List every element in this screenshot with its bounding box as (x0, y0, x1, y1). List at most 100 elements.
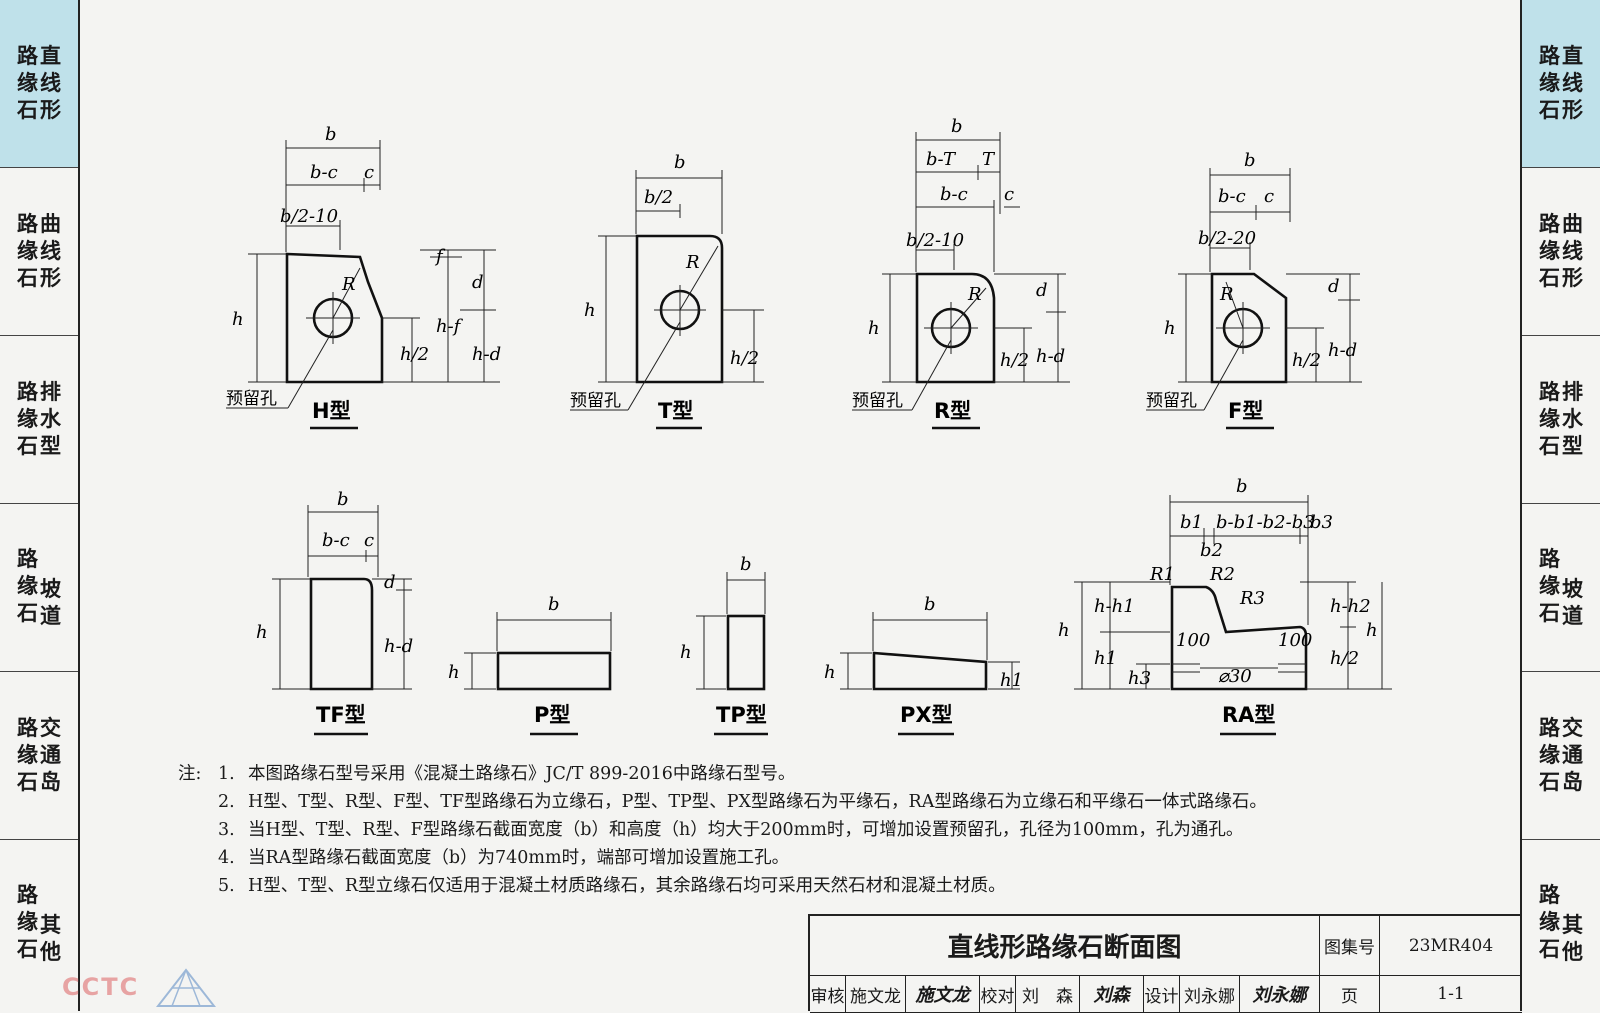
tab-text-col2: 其他 (40, 913, 61, 964)
designer-name: 刘永娜 (1180, 976, 1240, 1013)
tab-text-col2: 曲线形 (40, 212, 61, 290)
note-number: 1. (218, 764, 235, 784)
note-text: H型、T型、R型、F型、TF型路缘石为立缘石，P型、TP型、PX型路缘石为平缘石… (248, 792, 1267, 812)
dim-label: h-d (1328, 340, 1357, 361)
type-label-r: R型 (934, 399, 971, 423)
review-label: 审核 (810, 976, 846, 1013)
dim-label: h (868, 318, 880, 339)
dim-label: R (1219, 284, 1234, 305)
type-label-tf: TF型 (316, 703, 366, 727)
note-item: 3.当H型、T型、R型、F型路缘石截面宽度（b）和高度（h）均大于200mm时，… (178, 816, 1267, 844)
tab-text-col1: 路缘石 (1539, 546, 1560, 625)
hole-label: 预留孔 (1146, 391, 1197, 411)
dim-label: h1 (1094, 648, 1117, 669)
dim-label: h (1366, 620, 1378, 641)
dim-label: c (364, 530, 374, 551)
note-item: 4.当RA型路缘石截面宽度（b）为740mm时，端部可增加设置施工孔。 (178, 844, 1267, 872)
tab-text-col1: 路缘石 (17, 44, 38, 122)
checker-signature: 刘森 (1080, 976, 1144, 1013)
tab-text-col2: 曲线形 (1562, 212, 1583, 290)
dim-label: ⌀30 (1218, 666, 1252, 687)
type-label-f: F型 (1228, 399, 1263, 423)
dim-label: b2 (1200, 540, 1223, 561)
dim-label: d (384, 572, 396, 593)
tab-text-col1: 路缘石 (1539, 212, 1560, 290)
sidebar-tab-ramp[interactable]: 坡道路缘石 (0, 504, 78, 672)
dim-label: h-d (472, 344, 501, 365)
p-type-section: b h P型 (448, 594, 612, 736)
sidebar-tab-curved[interactable]: 曲线形路缘石 (1522, 168, 1600, 336)
design-label: 设计 (1144, 976, 1180, 1013)
dim-label: R3 (1239, 588, 1265, 609)
tf-type-section: b b-c c h h-d d TF型 (256, 489, 413, 736)
dim-label: b/2-10 (280, 206, 338, 227)
dim-label: b (337, 489, 349, 510)
sidebar-tab-other[interactable]: 其他路缘石 (1522, 840, 1600, 1008)
sidebar-tab-ramp[interactable]: 坡道路缘石 (1522, 504, 1600, 672)
note-text: 当H型、T型、R型、F型路缘石截面宽度（b）和高度（h）均大于200mm时，可增… (248, 820, 1244, 840)
dim-label: c (1264, 186, 1274, 207)
tab-text-col1: 路缘石 (17, 883, 38, 961)
sidebar-tab-straight[interactable]: 直线形路缘石 (0, 0, 78, 168)
dim-label: h-h2 (1330, 596, 1371, 617)
type-label-h: H型 (312, 399, 351, 423)
dim-label: h3 (1128, 668, 1151, 689)
f-type-section: b b-c c b/2-20 R h h/2 h-d d 预留孔 F型 (1146, 150, 1362, 430)
cross-section-drawing: .s{fill:none;stroke:#111;stroke-width:2.… (226, 116, 1392, 736)
tab-text-col2: 其他 (1562, 913, 1583, 964)
type-label-px: PX型 (900, 703, 953, 727)
dim-label: T (982, 149, 996, 170)
tab-text-col2: 交通岛 (40, 716, 61, 794)
dim-label: c (364, 162, 374, 183)
note-text: 本图路缘石型号采用《混凝土路缘石》JC/T 899-2016中路缘石型号。 (248, 764, 796, 784)
dim-label: h1 (1000, 670, 1023, 691)
tab-text-col1: 路缘石 (17, 546, 38, 625)
tab-text-col1: 路缘石 (1539, 44, 1560, 122)
check-label: 校对 (980, 976, 1016, 1013)
dim-label: h (680, 642, 692, 663)
dim-label: h (1164, 318, 1176, 339)
sidebar-tab-drainage[interactable]: 排水型路缘石 (0, 336, 78, 504)
tab-text-col1: 路缘石 (17, 380, 38, 458)
dim-label: b (924, 594, 936, 615)
hole-label: 预留孔 (226, 389, 277, 409)
tab-text-col1: 路缘石 (1539, 716, 1560, 794)
dim-label: b/2-20 (1198, 228, 1256, 249)
hole-label: 预留孔 (852, 391, 903, 411)
dim-label: b-T (926, 149, 957, 170)
tab-text-col1: 路缘石 (17, 716, 38, 794)
tab-text-col1: 路缘石 (17, 212, 38, 290)
dim-label: b/2 (644, 187, 673, 208)
sidebar-tab-island[interactable]: 交通岛路缘石 (1522, 672, 1600, 840)
dim-label: h-d (384, 636, 413, 657)
sidebar-tab-island[interactable]: 交通岛路缘石 (0, 672, 78, 840)
tab-text-col2: 坡道 (40, 576, 61, 628)
sidebar-tab-straight[interactable]: 直线形路缘石 (1522, 0, 1600, 168)
sidebar-tab-curved[interactable]: 曲线形路缘石 (0, 168, 78, 336)
dim-label: R (685, 252, 700, 273)
atlas-label: 图集号 (1320, 916, 1380, 976)
note-item: 2.H型、T型、R型、F型、TF型路缘石为立缘石，P型、TP型、PX型路缘石为平… (178, 788, 1267, 816)
sidebar-tab-drainage[interactable]: 排水型路缘石 (1522, 336, 1600, 504)
note-number: 4. (218, 848, 235, 868)
dim-label: d (472, 272, 484, 293)
dim-label: b (325, 124, 337, 145)
dim-label: h/2 (400, 344, 429, 365)
r-type-section: b b-T T b-c c b/2-10 R h h/2 h-d d 预留孔 R… (852, 116, 1070, 430)
notes-lead: 注: (178, 764, 202, 784)
sidebar-tab-other[interactable]: 其他路缘石 (0, 840, 78, 1008)
dim-label: h (448, 662, 460, 683)
reviewer-name: 施文龙 (846, 976, 906, 1013)
dim-label: b-c (1218, 186, 1246, 207)
tab-text-col2: 坡道 (1562, 576, 1583, 628)
right-sidebar-nav: 直线形路缘石 曲线形路缘石 排水型路缘石 坡道路缘石 交通岛路缘石 其他路缘石 (1520, 0, 1600, 1011)
dim-label: b (674, 152, 686, 173)
dim-label: b (1236, 476, 1248, 497)
dim-label: h (824, 662, 836, 683)
dim-label: R (341, 274, 356, 295)
title-block: 直线形路缘石断面图 图集号 23MR404 审核 施文龙 施文龙 校对 刘 森 … (808, 914, 1522, 1013)
dim-label: h/2 (1330, 648, 1359, 669)
logo-text: CCTC (62, 973, 140, 1001)
dim-label: b-c (322, 530, 350, 551)
dim-label: R1 (1149, 564, 1175, 585)
